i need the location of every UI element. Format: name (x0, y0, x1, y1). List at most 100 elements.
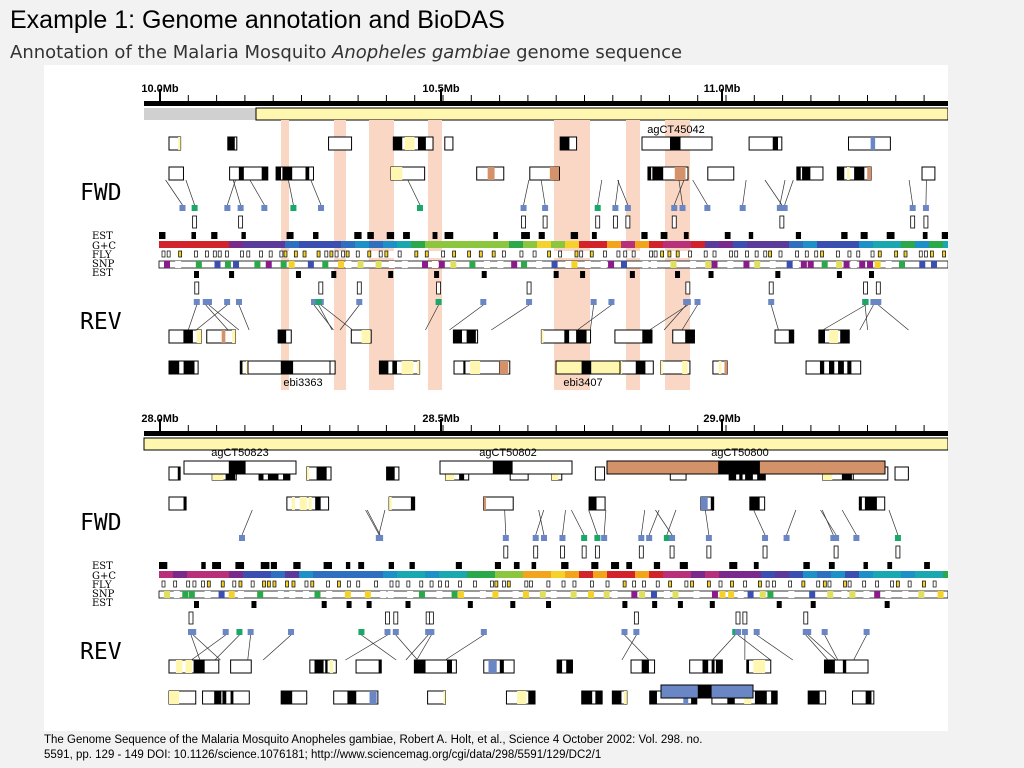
panel2-fly-mark (730, 580, 734, 588)
panel1-snp-mark (867, 261, 874, 268)
panel2-fly-mark (743, 580, 747, 588)
panel1-fly-mark (795, 250, 799, 258)
panel1-gc-segment (579, 241, 593, 248)
panel2-snp-mark (603, 591, 610, 598)
panel2-fwd-hit-mark (559, 535, 566, 541)
panel1-snp-mark (874, 261, 881, 268)
panel1-est-fwd-mark (313, 232, 319, 239)
panel1-rev-gene-exon-0 (642, 330, 652, 343)
panel2-snp-mark (228, 591, 235, 598)
panel2-rev-gene-exon-1 (185, 660, 193, 673)
panel2-fly-mark (250, 580, 255, 588)
panel2-gc-segment (887, 571, 901, 578)
panel1-gc-segment (341, 241, 355, 248)
panel1-fwd-gene-exon-0 (276, 167, 282, 180)
panel1-fly-mark (225, 250, 229, 258)
panel2-fly-mark (765, 580, 770, 588)
panel2-fly-mark (490, 580, 494, 588)
panel2-snp-mark (164, 591, 170, 598)
panel1-rev-connector (208, 304, 240, 331)
panel1-fly-mark (424, 250, 429, 258)
panel2-fly-mark (668, 580, 673, 588)
panel1-fly-mark (414, 250, 419, 258)
panel1-rev-est-box (863, 281, 868, 295)
panel2-fwd-hit-mark (705, 535, 712, 541)
panel1-rev-connector (187, 304, 198, 331)
panel2-est-fwd-mark (828, 562, 835, 569)
panel2-strand-rev-label: REV (80, 639, 122, 665)
panel1-rev-gene-exon-0 (818, 330, 825, 343)
subtitle-post: genome sequence (510, 42, 683, 63)
panel2-fwd-hit-mark (853, 535, 860, 541)
panel2-gc-segment (537, 571, 551, 578)
panel2-fwd-gene-exon-1 (410, 497, 415, 510)
panel2-fly-mark (506, 580, 511, 588)
panel2-rev-connector (737, 634, 771, 661)
panel1-fly-mark (532, 250, 537, 258)
panel1-snp-mark (484, 261, 491, 268)
panel2-gc-segment (495, 571, 509, 578)
panel2-snp-mark (737, 591, 744, 598)
panel1-gc-segment (229, 241, 243, 248)
panel2-fwd-gene-exon-1 (299, 497, 307, 510)
panel2-gc-segment (397, 571, 411, 578)
panel1-fly-mark (918, 250, 923, 258)
panel2-est-fwd-mark (924, 562, 930, 569)
panel1-rev-gene-exon-0 (847, 361, 852, 374)
panel2-fwd-connector (535, 509, 545, 536)
panel2-fwd-hit-mark (502, 535, 509, 541)
panel1-fwd-hit-mark (624, 205, 631, 211)
panel1-fwd-est-box (595, 215, 601, 229)
panel1-fly-mark (623, 250, 628, 258)
panel1-est-fwd-mark (432, 232, 438, 239)
panel1-fly-mark (501, 250, 506, 258)
panel2-fly-mark (546, 580, 551, 588)
panel1-rev-gene-exon-1 (246, 361, 249, 374)
panel2-gc-segment (425, 571, 439, 578)
panel1-rev-connector (681, 304, 698, 331)
panel1-fly-mark (367, 250, 372, 258)
panel1-snp-mark (651, 261, 658, 268)
panel1-fly-mark (574, 250, 579, 258)
panel1-snp-mark (345, 261, 352, 268)
panel1-gc-segment (397, 241, 411, 248)
panel2-rev-gene-exon-1 (499, 660, 504, 673)
panel1-fly-mark (558, 250, 562, 258)
panel1-gc-segment (649, 241, 663, 248)
panel1-rev-connector (864, 304, 868, 331)
panel2-rev-gene-exon-0 (557, 660, 563, 673)
panel2-snp-mark (650, 591, 657, 598)
panel1-gc-segment (943, 241, 948, 248)
panel1-gc-segment (355, 241, 369, 248)
panel1-fly-mark (491, 250, 496, 258)
panel1-fwd-est-box (910, 215, 916, 229)
panel1-snp-mark (670, 261, 677, 268)
panel2-gc-segment (453, 571, 467, 578)
panel1-rev-hit-mark (435, 299, 442, 305)
panel2-fwd-connector (648, 509, 660, 536)
panel1-fly-mark (703, 250, 708, 258)
panel1-fly-mark (279, 250, 284, 258)
panel1-fly-mark (547, 250, 551, 258)
panel1-track-label: SNP (92, 259, 115, 270)
panel1-snp-mark (224, 261, 231, 268)
panel1-snp-mark (769, 261, 776, 268)
panel2-fwd-gene-exon-0 (386, 467, 395, 480)
panel2-est-rev-mark (321, 601, 327, 608)
panel1-fwd-gene-exon-1 (261, 167, 268, 180)
panel1-gc-segment (607, 241, 621, 248)
panel2-rev-est-box (803, 611, 809, 625)
panel2-snp-mark (380, 591, 387, 598)
panel2-snp-mark (611, 591, 618, 598)
panel2-rev-hit-mark (392, 629, 399, 635)
panel2-rev-hit-mark (384, 629, 391, 635)
panel1-est-fwd-mark (860, 232, 868, 239)
panel2-fwd-connector (571, 509, 585, 536)
panel1-gc-segment (271, 241, 285, 248)
panel2-fwd-connector (786, 509, 797, 536)
panel1-fly-mark (384, 250, 389, 258)
panel1-rev-gene-exon-1 (196, 330, 202, 343)
panel2-rev-est-box (188, 611, 194, 625)
panel1-fwd-gene-exon-3 (867, 167, 872, 180)
panel1-gc-segment (467, 241, 481, 248)
